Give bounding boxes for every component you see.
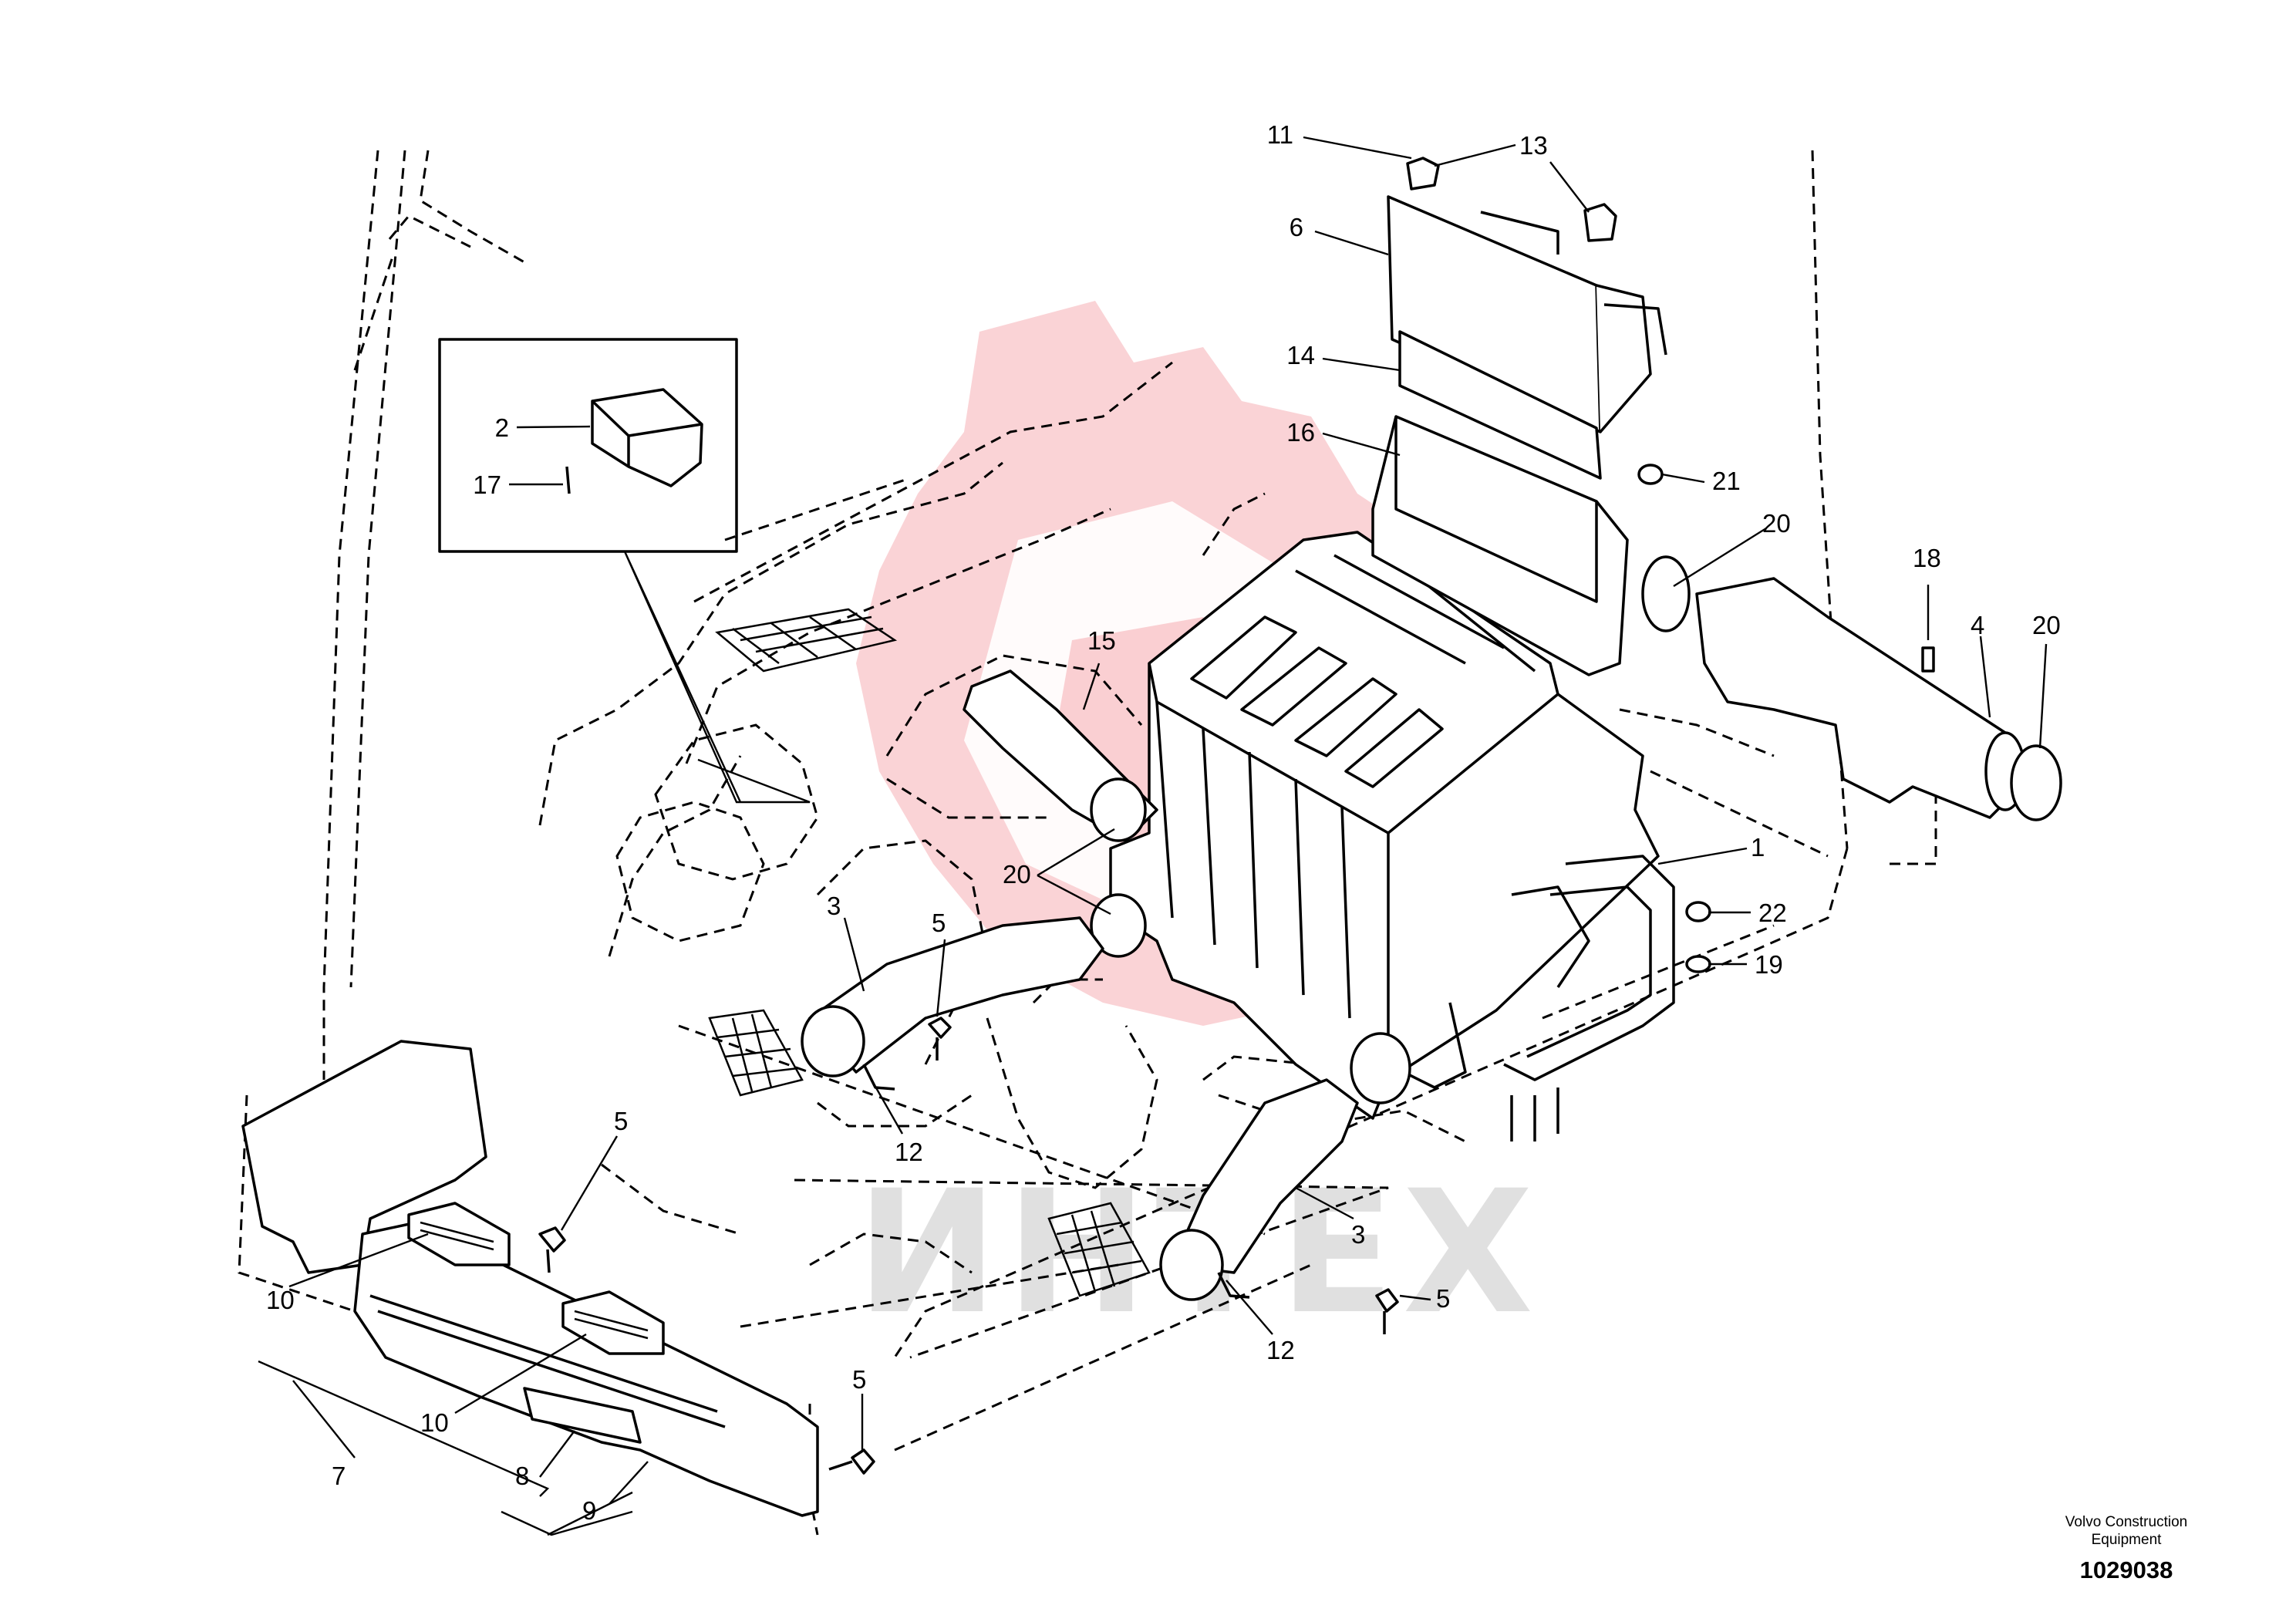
clamp-20-right — [2010, 744, 2062, 821]
callout-20-left: 20 — [1003, 860, 1031, 889]
bolt-18 — [1921, 646, 1935, 673]
callout-22: 22 — [1758, 899, 1787, 927]
leader-lines — [258, 136, 2048, 1536]
callout-12-right: 12 — [1266, 1336, 1295, 1364]
callout-5-center: 5 — [932, 909, 946, 937]
floor-mat-hatching — [708, 608, 1151, 1297]
callout-19: 19 — [1755, 950, 1783, 979]
callout-20-right: 20 — [2032, 611, 2061, 639]
callout-1: 1 — [1751, 833, 1765, 862]
bolt-22 — [1685, 901, 1711, 922]
callout-10-left: 10 — [266, 1286, 295, 1314]
vent-part-10-right — [561, 1290, 665, 1355]
inset-detail-box — [438, 338, 811, 804]
callout-3-left: 3 — [827, 892, 841, 920]
vent-part-10-left — [407, 1202, 511, 1266]
hoses-and-clamps — [801, 669, 1411, 1301]
filter-assembly — [1371, 157, 1667, 676]
callout-2: 2 — [495, 413, 509, 442]
bolt-21 — [1637, 464, 1664, 485]
callout-6: 6 — [1290, 213, 1303, 241]
brand-line-2: Equipment — [2091, 1532, 2162, 1548]
callout-16: 16 — [1286, 418, 1315, 447]
panel-part-7 — [241, 1040, 487, 1274]
callout-21: 21 — [1712, 467, 1741, 495]
brand-name: Volvo Construction Equipment — [2026, 1513, 2227, 1549]
clamp-20-upper — [1641, 555, 1691, 632]
callout-12-left: 12 — [895, 1138, 923, 1166]
callout-labels: 11 13 6 14 16 21 20 18 4 20 2 17 15 1 22… — [266, 120, 2061, 1525]
step-part-8 — [523, 1387, 642, 1444]
side-panel-assembly — [241, 1040, 819, 1517]
title-block: Volvo Construction Equipment 1029038 — [2026, 1513, 2227, 1584]
callout-13: 13 — [1519, 131, 1548, 160]
clamp-outlet — [1350, 1032, 1411, 1104]
callout-18: 18 — [1913, 544, 1941, 572]
callout-11: 11 — [1267, 120, 1293, 149]
callout-17: 17 — [473, 470, 501, 499]
seal-part-16 — [1371, 415, 1629, 676]
drawing-number: 1029038 — [2079, 1556, 2173, 1583]
callout-7: 7 — [332, 1462, 346, 1490]
callout-14: 14 — [1286, 341, 1315, 369]
washer-19 — [1685, 955, 1711, 973]
callout-8: 8 — [515, 1462, 529, 1490]
knob-part-13 — [1583, 203, 1617, 242]
callout-5-bottom: 5 — [852, 1365, 866, 1394]
intake-pipe-part-4 — [1641, 555, 2062, 821]
knob-part-11 — [1406, 157, 1440, 191]
callout-9: 9 — [582, 1496, 596, 1525]
callout-4: 4 — [1971, 611, 1984, 639]
screw-17 — [565, 466, 571, 494]
clamp-20-a — [1090, 777, 1147, 842]
callout-20-top: 20 — [1762, 509, 1791, 538]
callout-10-right: 10 — [420, 1408, 449, 1437]
callout-3-right: 3 — [1351, 1220, 1365, 1249]
hose-part-3-right — [1171, 1078, 1359, 1274]
filter-part-14 — [1398, 330, 1602, 480]
callout-5-right: 5 — [1436, 1284, 1450, 1313]
pipework — [1503, 464, 1711, 1141]
callout-15: 15 — [1087, 626, 1116, 655]
callout-5-left: 5 — [614, 1107, 628, 1135]
brand-line-1: Volvo Construction — [2065, 1514, 2188, 1530]
